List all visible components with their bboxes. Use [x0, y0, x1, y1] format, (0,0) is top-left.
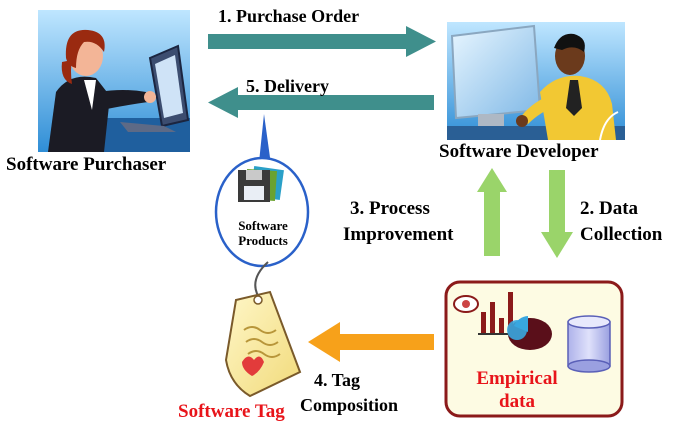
- delivery-label: 5. Delivery: [246, 76, 329, 96]
- software-developer-label: Software Developer: [439, 141, 599, 162]
- floppy-disks-icon: [238, 166, 284, 202]
- data-collection-label-line2: Collection: [580, 224, 663, 245]
- software-products-bubble: [214, 114, 310, 268]
- developer-at-computer-icon: [447, 22, 625, 141]
- process-improvement-arrow: [477, 168, 507, 256]
- charts-and-database-icon: [453, 292, 611, 373]
- software-products-label-line1: Software: [238, 218, 288, 233]
- data-collection-arrow: [541, 170, 573, 258]
- tag-composition-label-line1: 4. Tag: [314, 370, 361, 390]
- purchaser-at-laptop-icon: [38, 10, 190, 152]
- purchase-order-arrow: [208, 26, 436, 57]
- empirical-data-label-line2: data: [499, 391, 535, 412]
- empirical-data-box: [444, 280, 624, 418]
- tag-composition-label-line2: Composition: [300, 395, 399, 415]
- software-tag-label: Software Tag: [178, 401, 285, 422]
- delivery-arrow: [208, 87, 434, 118]
- purchase-order-label: 1. Purchase Order: [218, 6, 360, 26]
- software-products-label-line2: Products: [238, 233, 288, 248]
- software-purchaser-label: Software Purchaser: [6, 154, 167, 175]
- data-collection-label-line1: 2. Data: [580, 198, 639, 219]
- hanging-tag-icon: [224, 261, 302, 398]
- process-improvement-label-line2: Improvement: [343, 224, 454, 245]
- empirical-data-label-line1: Empirical: [476, 368, 558, 389]
- tag-composition-arrow: [308, 322, 434, 362]
- process-improvement-label-line1: 3. Process: [350, 198, 430, 219]
